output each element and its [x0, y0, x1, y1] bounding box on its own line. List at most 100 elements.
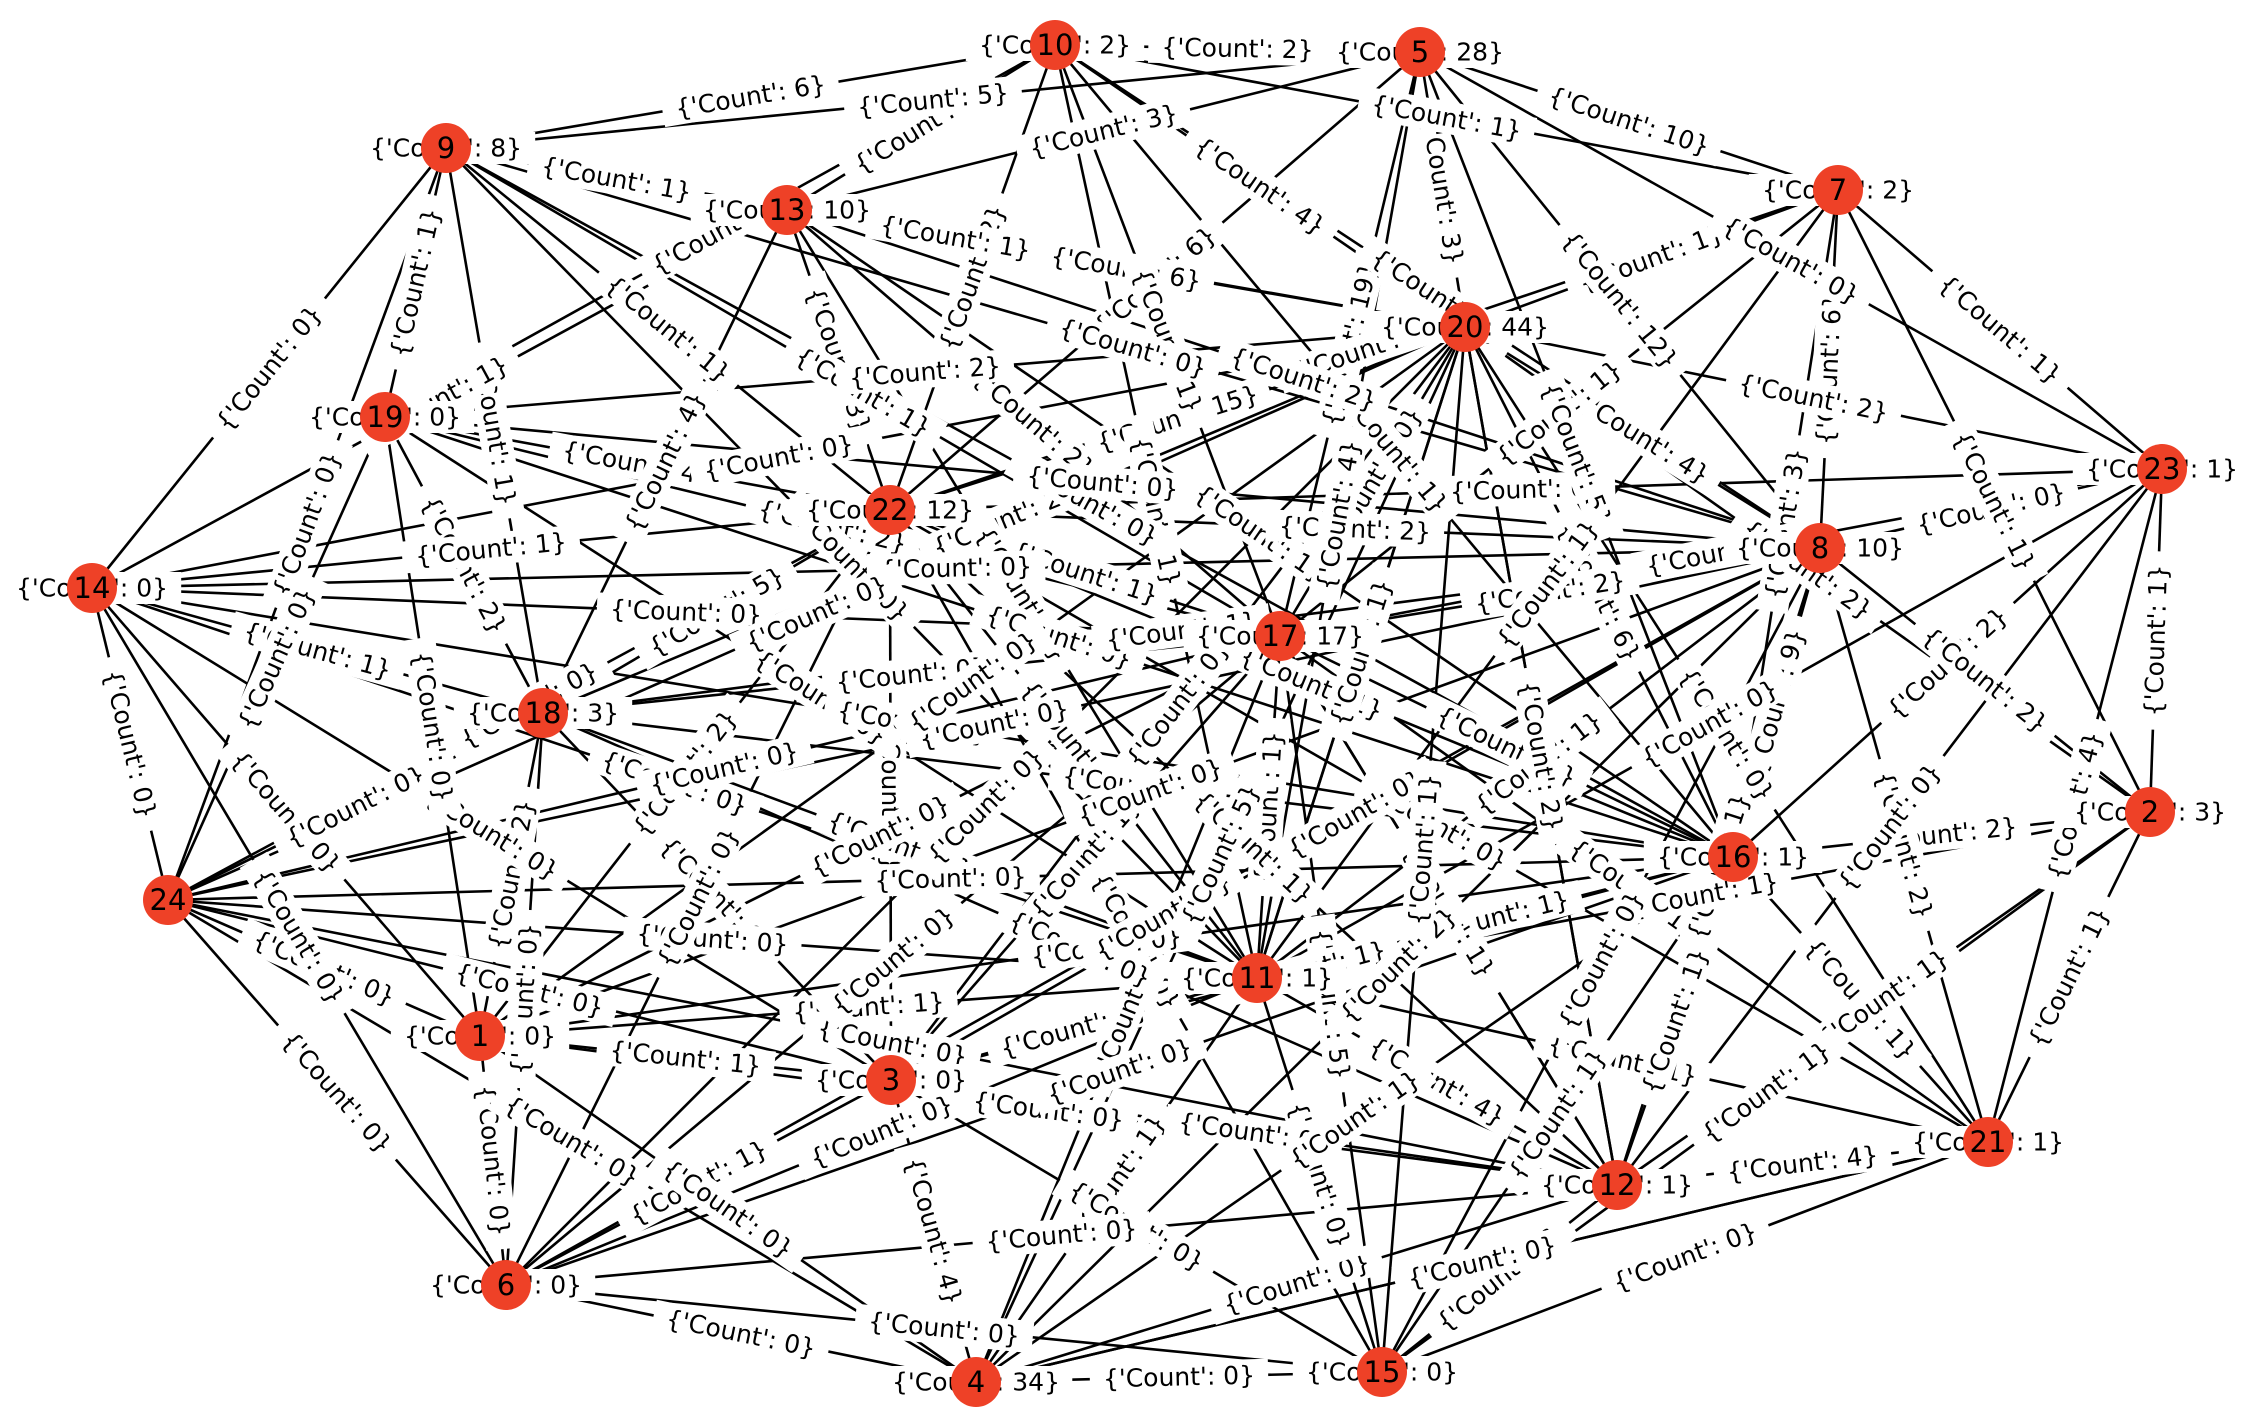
node-id-label: 18	[525, 696, 562, 730]
edge-label-text: {'Count': 3}	[1026, 99, 1181, 164]
edge-label-text: {'Count': 0}	[874, 862, 1027, 895]
edge-label-bg	[1213, 336, 1394, 422]
edge-label-text: {'Count': 0}	[749, 644, 893, 751]
node-circle	[2137, 444, 2187, 494]
node-id-label: 15	[1364, 1355, 1401, 1389]
edge-label-bg	[955, 352, 1112, 494]
node-id-label: 14	[74, 571, 111, 605]
node-circle	[762, 185, 812, 235]
node-circle	[951, 1357, 1001, 1407]
edge-label-14-22: {'Count': 1}	[400, 524, 582, 574]
edge-label-bg	[400, 524, 582, 574]
edge-label-10-5: {'Count': 2}	[1148, 30, 1327, 67]
node-id-label: 1	[471, 1019, 489, 1053]
edge-label-bg	[1177, 469, 1343, 598]
edge-label-bg	[1595, 1210, 1775, 1304]
node-id-label: 4	[967, 1365, 985, 1399]
edge-label-bg	[1177, 122, 1343, 250]
edge-label-9-13: {'Count': 1}	[525, 147, 708, 211]
edge-label-bg	[1270, 755, 1441, 873]
edge-label-bg	[801, 1009, 984, 1076]
node-17: {'Count': 17}17	[1183, 611, 1377, 661]
node-6: {'Count': 0}6	[416, 1260, 596, 1310]
edge-label-bg	[478, 783, 545, 966]
node-circle	[1592, 1160, 1642, 1210]
edge-label-text: {'Count': 1}	[600, 270, 736, 389]
edge-label-6-12: {'Count': 0}	[971, 1211, 1152, 1259]
edge-label-bg	[1206, 1242, 1387, 1325]
edge-label-14-17: {'Count': 0}	[596, 592, 776, 632]
edge-label-bg	[546, 431, 729, 496]
node-9: {'Count': 8}9	[356, 123, 536, 173]
edge-label-bg	[792, 1082, 971, 1181]
edge-label-9-22: {'Count': 1}	[588, 260, 748, 398]
node-circle	[2125, 787, 2175, 837]
edge-label-bg	[1623, 665, 1796, 782]
edge-label-bg	[1013, 93, 1194, 169]
edge-label-bg	[1529, 365, 1624, 544]
node-circle	[866, 1055, 916, 1105]
node-circle	[1030, 20, 1080, 70]
edge-label-bg	[1012, 458, 1193, 507]
edge-label-bg	[866, 549, 1046, 587]
node-circle	[1395, 27, 1445, 77]
node-circle	[67, 563, 117, 613]
edge-label-bg	[1148, 30, 1327, 67]
edge-label-bg	[728, 562, 905, 665]
nodes-layer: {'Count': 2}10{'Count': 28}5{'Count': 8}…	[2, 20, 2252, 1407]
edge-label-text: {'Count': 0}	[609, 594, 762, 629]
edge-label-bg	[1120, 251, 1215, 430]
edge-label-bg	[893, 1140, 974, 1322]
node-id-label: 11	[1239, 961, 1276, 995]
node-5: {'Count': 28}5	[1323, 27, 1517, 77]
edge-label-15-4: {'Count': 0}	[1089, 1358, 1269, 1396]
edge-label-bg	[239, 851, 359, 1022]
edge-label-bg	[595, 1032, 776, 1084]
node-20: {'Count': 44}20	[1368, 302, 1562, 352]
edge-label-6-15: {'Count': 0}	[853, 1303, 1035, 1354]
node-circle	[1963, 1117, 2013, 1167]
edge-label-bg	[403, 635, 462, 818]
edge-label-bg	[971, 1211, 1152, 1259]
edge-label-bg	[467, 1070, 519, 1251]
edge-label-bg	[1532, 75, 1726, 167]
node-id-label: 16	[1715, 840, 1752, 874]
edge-label-bg	[1121, 420, 1191, 603]
node-id-label: 9	[437, 131, 455, 165]
edge-label-2-15: {'Count': 1}	[1684, 1026, 1848, 1158]
edge-label-text: {'Count': 2}	[1161, 33, 1314, 65]
node-24: 24	[143, 875, 193, 925]
edge-label-bg	[1547, 214, 1693, 386]
node-3: {'Count': 0}3	[801, 1055, 981, 1105]
edge-label-bg	[1042, 307, 1224, 389]
node-circle	[455, 1011, 505, 1061]
edge-label-bg	[1265, 509, 1445, 549]
node-circle	[1357, 1347, 1407, 1397]
edge-label-bg	[1060, 746, 1240, 838]
node-11: {'Count': 1}11	[1167, 953, 1347, 1003]
edge-label-text: {'Count': 0}	[276, 1026, 398, 1159]
node-circle	[1255, 611, 1305, 661]
node-1: {'Count': 0}1	[390, 1011, 570, 1061]
node-16: {'Count': 1}16	[1643, 832, 1823, 882]
edge-label-text: {'Count': 6}	[673, 70, 828, 124]
node-circle	[1440, 302, 1490, 352]
node-circle	[1708, 832, 1758, 882]
edge-label-text: {'Count': 0}	[880, 552, 1033, 585]
node-12: {'Count': 1}12	[1527, 1160, 1707, 1210]
edge-label-bg	[890, 616, 1055, 747]
node-circle	[360, 392, 410, 442]
node-id-label: 5	[1411, 35, 1429, 69]
edge-label-bg	[1864, 754, 1944, 936]
edge-label-text: {'Count': 2}	[1278, 511, 1431, 546]
edge-label-bg	[1494, 1031, 1621, 1198]
edge-label-bg	[1412, 98, 1473, 281]
edge-label-text: {'Count': 0}	[281, 760, 430, 854]
edge-label-bg	[1111, 622, 1245, 785]
edge-label-bg	[611, 374, 719, 549]
edge-label-bg	[596, 592, 776, 632]
edge-label-bg	[2015, 889, 2123, 1065]
node-8: {'Count': 10}8	[1723, 523, 1917, 573]
edge-label-bg	[200, 288, 338, 448]
